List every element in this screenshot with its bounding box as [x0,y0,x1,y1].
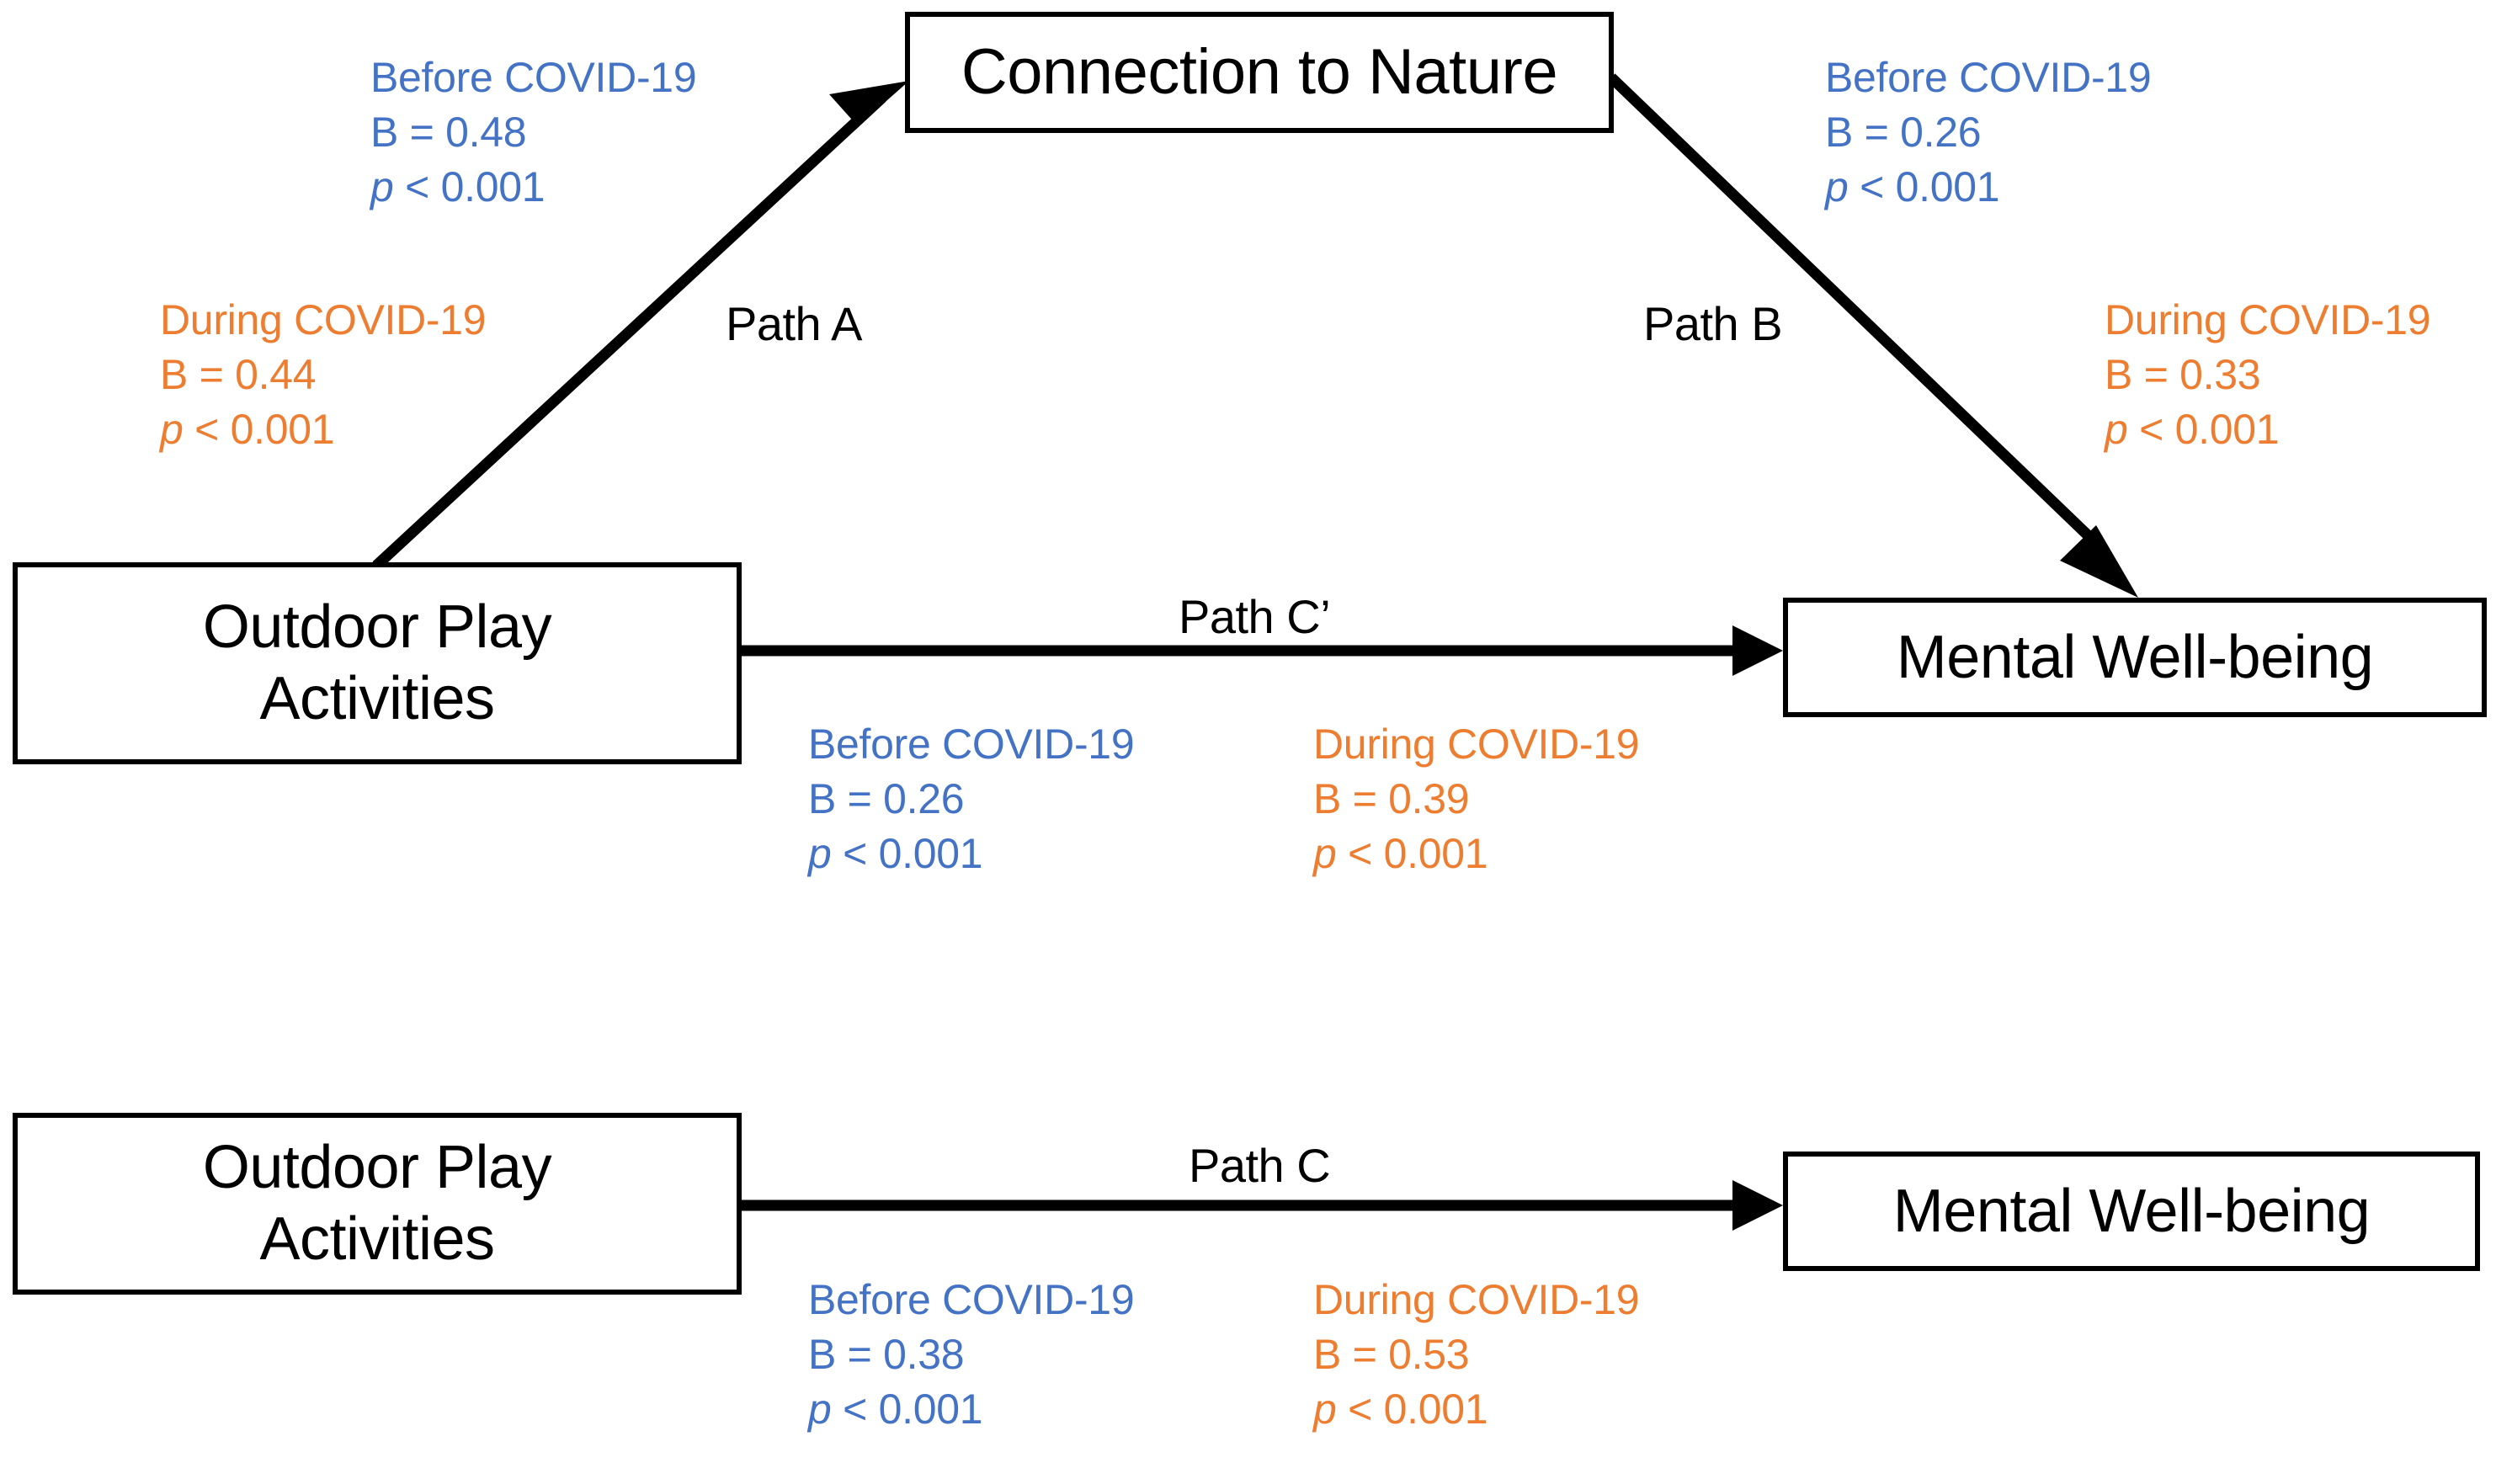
path-a-during-covid-pvalue: p < 0.001 [160,406,335,453]
path-c-during-covid-stats: During COVID-19 B = 0.53 p < 0.001 [1313,1273,1640,1437]
path-c-before-covid-pvalue: p < 0.001 [808,1386,983,1433]
path-a-before-covid-coefficient: B = 0.48 [370,109,527,156]
path-a-before-covid-group: Before COVID-19 [370,54,697,101]
path-c-during-covid-pvalue: p < 0.001 [1313,1386,1488,1433]
path-c-prime-before-covid-pvalue: p < 0.001 [808,830,983,877]
path-a-during-covid-group: During COVID-19 [160,296,487,343]
path-a-during-covid-coefficient: B = 0.44 [160,351,317,398]
path-c-during-covid-group: During COVID-19 [1313,1276,1640,1323]
node-outdoor-play-activities-bottom-label: Outdoor Play Activities [202,1134,552,1273]
node-outdoor-play-activities-top[interactable]: Outdoor Play Activities [13,562,742,764]
path-c-before-covid-stats: Before COVID-19 B = 0.38 p < 0.001 [808,1273,1135,1437]
path-b-before-covid-coefficient: B = 0.26 [1825,109,1982,156]
path-a-during-covid-stats: During COVID-19 B = 0.44 p < 0.001 [160,293,487,457]
node-connection-to-nature[interactable]: Connection to Nature [905,12,1614,133]
path-a-label: Path A [726,297,863,350]
path-c-before-covid-coefficient: B = 0.38 [808,1331,965,1378]
node-mental-wellbeing-bottom-label: Mental Well-being [1892,1177,2371,1245]
path-b-during-covid-stats: During COVID-19 B = 0.33 p < 0.001 [2105,293,2431,457]
path-b-before-covid-stats: Before COVID-19 B = 0.26 p < 0.001 [1825,51,2152,215]
path-c-prime-during-covid-stats: During COVID-19 B = 0.39 p < 0.001 [1313,717,1640,881]
path-c-prime-during-covid-pvalue: p < 0.001 [1313,830,1488,877]
path-a-before-covid-pvalue: p < 0.001 [370,163,546,210]
node-mental-wellbeing-top-label: Mental Well-being [1896,623,2374,691]
path-b-label: Path B [1643,297,1783,350]
path-c-prime-during-covid-group: During COVID-19 [1313,721,1640,768]
node-mental-wellbeing-top[interactable]: Mental Well-being [1783,598,2487,717]
path-a-before-covid-stats: Before COVID-19 B = 0.48 p < 0.001 [370,51,697,215]
path-b-during-covid-coefficient: B = 0.33 [2105,351,2261,398]
node-outdoor-play-activities-bottom[interactable]: Outdoor Play Activities [13,1113,742,1295]
path-c-during-covid-coefficient: B = 0.53 [1313,1331,1470,1378]
path-b-during-covid-group: During COVID-19 [2105,296,2431,343]
node-mental-wellbeing-bottom[interactable]: Mental Well-being [1783,1152,2480,1271]
path-b-during-covid-pvalue: p < 0.001 [2105,406,2280,453]
path-c-prime-before-covid-group: Before COVID-19 [808,721,1135,768]
path-b-before-covid-pvalue: p < 0.001 [1825,163,2000,210]
path-b-before-covid-group: Before COVID-19 [1825,54,2152,101]
path-c-prime-label: Path C’ [1179,590,1331,643]
node-connection-to-nature-label: Connection to Nature [961,36,1558,109]
path-c-prime-before-covid-stats: Before COVID-19 B = 0.26 p < 0.001 [808,717,1135,881]
path-c-prime-before-covid-coefficient: B = 0.26 [808,775,965,822]
path-c-label: Path C [1189,1139,1331,1192]
path-c-before-covid-group: Before COVID-19 [808,1276,1135,1323]
path-c-prime-during-covid-coefficient: B = 0.39 [1313,775,1470,822]
node-outdoor-play-activities-top-label: Outdoor Play Activities [202,593,552,732]
